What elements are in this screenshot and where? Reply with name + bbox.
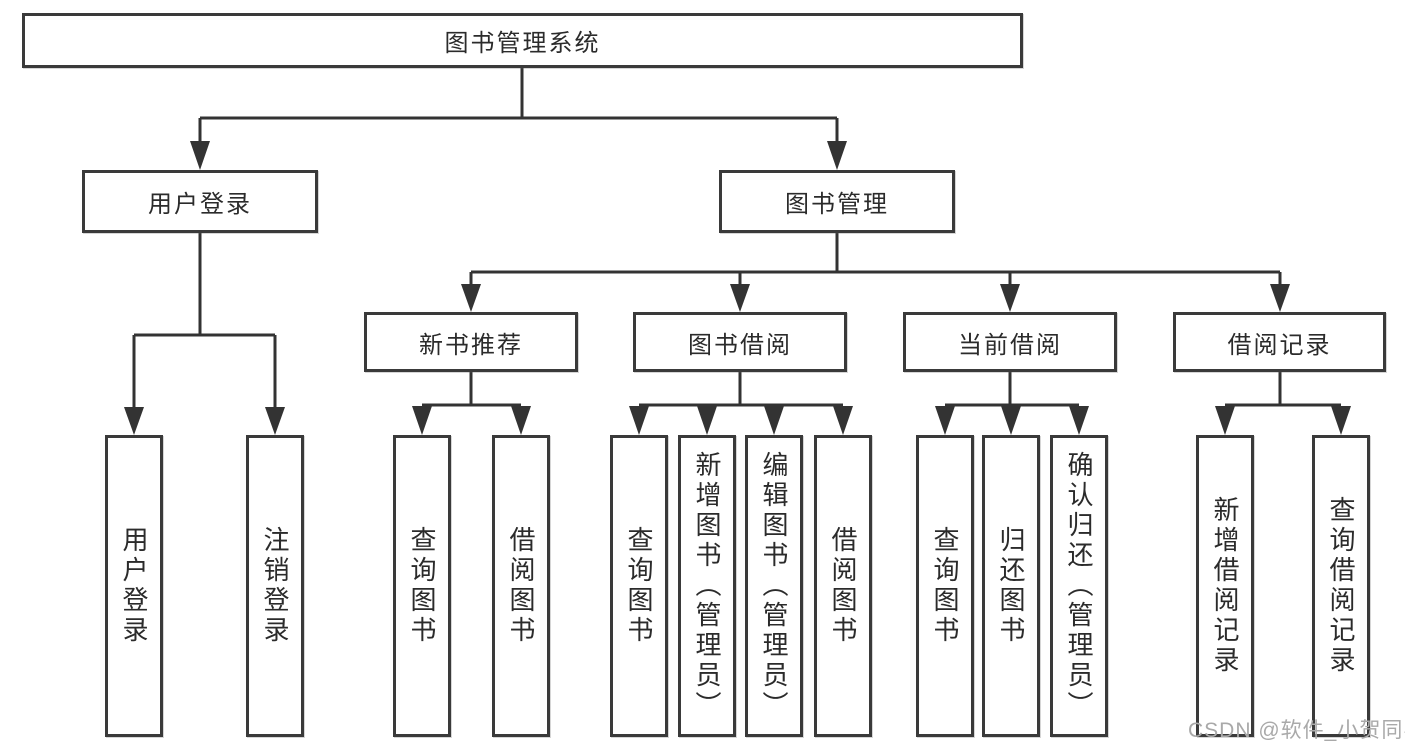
node-label: 查询图书 [624, 526, 654, 646]
node-label: 新增图书（管理员） [692, 451, 722, 721]
node-label: 确认归还（管理员） [1064, 451, 1094, 721]
node-label: 查询图书 [407, 526, 437, 646]
node-label: 用户登录 [148, 191, 252, 218]
node-current-borrowing: 当前借阅 [903, 312, 1117, 372]
node-label: 借阅记录 [1227, 331, 1332, 359]
node-label: 借阅图书 [828, 526, 858, 646]
node-new-book-recommend: 新书推荐 [364, 312, 578, 372]
node-label: 编辑图书（管理员） [759, 451, 789, 721]
leaf-user-login: 用户登录 [105, 435, 163, 737]
connector-new-book-to-leaves [412, 372, 531, 435]
node-label: 用户登录 [119, 526, 149, 646]
leaf-query-books-recommend: 查询图书 [393, 435, 451, 737]
leaf-confirm-return-admin: 确认归还（管理员） [1050, 435, 1108, 737]
node-label: 查询图书 [930, 526, 960, 646]
node-label: 归还图书 [996, 526, 1026, 646]
node-label: 注销登录 [260, 526, 290, 646]
node-book-borrowing: 图书借阅 [633, 312, 847, 372]
connector-book-borrow-to-leaves [629, 372, 853, 435]
node-label: 图书借阅 [688, 331, 792, 359]
node-label: 图书管理系统 [444, 30, 601, 57]
leaf-query-borrow-record: 查询借阅记录 [1312, 435, 1370, 737]
node-book-management: 图书管理 [719, 170, 955, 233]
node-label: 当前借阅 [958, 331, 1062, 359]
node-label: 查询借阅记录 [1326, 496, 1356, 676]
leaf-logout-login: 注销登录 [246, 435, 304, 737]
node-borrowing-records: 借阅记录 [1173, 312, 1386, 372]
leaf-borrow-books-borrowing: 借阅图书 [814, 435, 872, 737]
connector-borrow-records-to-leaves [1215, 372, 1351, 435]
node-root-system: 图书管理系统 [22, 13, 1023, 68]
leaf-query-books-borrowing: 查询图书 [610, 435, 668, 737]
node-label: 新增借阅记录 [1210, 496, 1240, 676]
node-label: 借阅图书 [506, 526, 536, 646]
leaf-return-books: 归还图书 [982, 435, 1040, 737]
node-user-login: 用户登录 [82, 170, 318, 233]
connector-root-to-level2 [190, 68, 847, 170]
leaf-add-borrow-record: 新增借阅记录 [1196, 435, 1254, 737]
connector-book-mgmt-to-level3 [461, 233, 1290, 312]
leaf-query-books-current: 查询图书 [916, 435, 974, 737]
csdn-watermark: CSDN @软件_小贺同学 [1188, 719, 1405, 742]
connector-current-borrow-to-leaves [935, 372, 1089, 435]
leaf-add-book-admin: 新增图书（管理员） [678, 435, 736, 737]
leaf-borrow-books-recommend: 借阅图书 [492, 435, 550, 737]
node-label: 图书管理 [785, 191, 889, 218]
connector-user-login-to-leaves [124, 233, 285, 435]
leaf-edit-book-admin: 编辑图书（管理员） [745, 435, 803, 737]
node-label: 新书推荐 [419, 331, 523, 359]
